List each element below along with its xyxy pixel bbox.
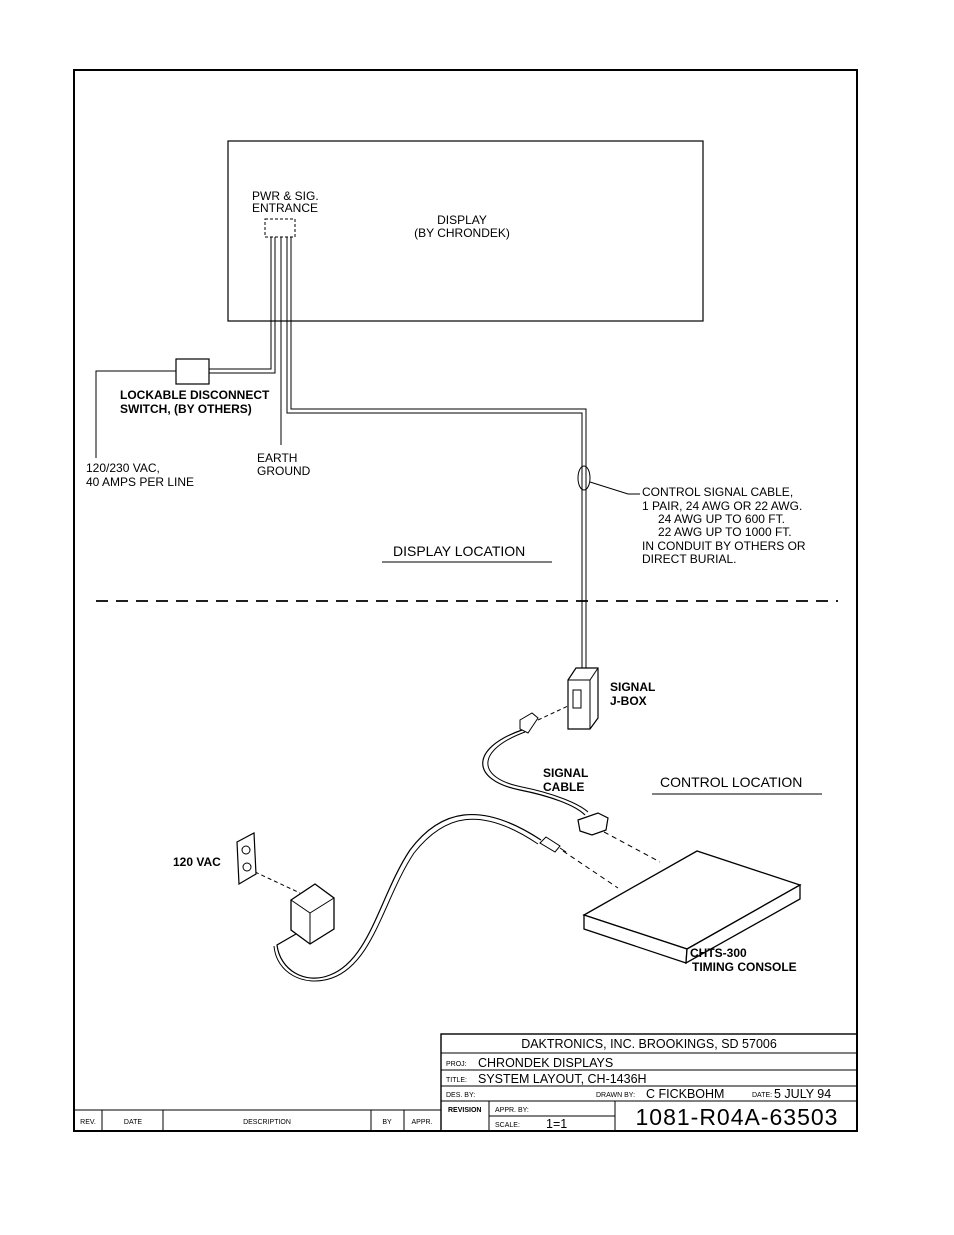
power-conduit-outer bbox=[209, 237, 276, 374]
power-plug bbox=[539, 836, 561, 853]
cable-note-2: 1 PAIR, 24 AWG OR 22 AWG. bbox=[642, 499, 802, 513]
cable-note-6: DIRECT BURIAL. bbox=[642, 552, 736, 566]
scale-label: SCALE: bbox=[495, 1122, 520, 1129]
power-conduit-inner bbox=[209, 237, 272, 370]
drawing-title: SYSTEM LAYOUT, CH-1436H bbox=[478, 1072, 647, 1086]
revision-col-by: BY bbox=[382, 1119, 392, 1126]
drawn-by-value: C FICKBOHM bbox=[646, 1087, 724, 1101]
console-label-1: CHTS-300 bbox=[690, 946, 747, 960]
wall-adapter bbox=[290, 883, 335, 945]
cable-note-3: 24 AWG UP TO 600 FT. bbox=[658, 512, 785, 526]
revision-col-appr: APPR. bbox=[411, 1119, 432, 1126]
power-label-1: 120/230 VAC, bbox=[86, 461, 160, 475]
power-plug-guide bbox=[562, 850, 619, 889]
outlet-receptacle-bottom bbox=[242, 862, 252, 872]
signal-cable-label-1: SIGNAL bbox=[543, 766, 588, 780]
signal-conduit-outer bbox=[286, 237, 583, 668]
revision-col-date: DATE bbox=[124, 1119, 142, 1126]
title-label: TITLE: bbox=[446, 1077, 467, 1084]
adapter-plug-guide bbox=[254, 871, 301, 894]
cable-callout-ellipse bbox=[577, 465, 591, 491]
entrance-label-1: PWR & SIG. bbox=[252, 189, 319, 203]
document-number: 1081-R04A-63503 bbox=[636, 1104, 839, 1130]
console-connector-guide bbox=[603, 831, 661, 863]
jbox-label-1: SIGNAL bbox=[610, 680, 655, 694]
cable-callout-leader bbox=[589, 481, 640, 495]
jbox-label-2: J-BOX bbox=[610, 694, 647, 708]
project-name: CHRONDEK DISPLAYS bbox=[478, 1056, 613, 1070]
adapter-cord bbox=[276, 814, 542, 979]
entrance-label-2: ENTRANCE bbox=[252, 201, 318, 215]
timing-console-side bbox=[685, 883, 801, 965]
revision-col-description: DESCRIPTION bbox=[243, 1119, 291, 1126]
jbox-plug-guide bbox=[537, 705, 569, 721]
power-plug-tip bbox=[559, 847, 567, 853]
disconnect-switch bbox=[175, 358, 210, 385]
drawn-by-label: DRAWN BY: bbox=[596, 1092, 635, 1099]
des-by-label: DES. BY: bbox=[446, 1092, 475, 1099]
entrance-box bbox=[264, 218, 296, 238]
console-label-2: TIMING CONSOLE bbox=[692, 960, 797, 974]
wall-outlet bbox=[236, 832, 257, 886]
title-block bbox=[440, 1033, 858, 1132]
signal-cable-inner bbox=[487, 731, 589, 813]
signal-cable bbox=[482, 729, 586, 816]
scale-value: 1=1 bbox=[546, 1117, 567, 1131]
revision-label: REVISION bbox=[448, 1107, 481, 1114]
console-connector bbox=[577, 812, 609, 836]
power-label-2: 40 AMPS PER LINE bbox=[86, 475, 194, 489]
proj-label: PROJ: bbox=[446, 1061, 467, 1068]
power-feed-line bbox=[95, 370, 176, 458]
display-location-label: DISPLAY LOCATION bbox=[393, 543, 525, 559]
ground-label-1: EARTH bbox=[257, 451, 297, 465]
revision-col-rev: REV. bbox=[80, 1119, 96, 1126]
adapter-edge-b bbox=[309, 897, 335, 914]
display-label-1: DISPLAY bbox=[437, 213, 487, 227]
display-label-2: (BY CHRONDEK) bbox=[414, 226, 510, 240]
cable-note-1: CONTROL SIGNAL CABLE, bbox=[642, 485, 793, 499]
display-box bbox=[227, 140, 704, 322]
company-line: DAKTRONICS, INC. BROOKINGS, SD 57006 bbox=[521, 1037, 777, 1051]
date-label: DATE: bbox=[752, 1092, 772, 1099]
ground-label-2: GROUND bbox=[257, 464, 311, 478]
outlet-label: 120 VAC bbox=[173, 855, 221, 869]
signal-cable-label-2: CABLE bbox=[543, 780, 584, 794]
jbox-edge-corner bbox=[589, 667, 599, 681]
cable-note-5: IN CONDUIT BY OTHERS OR bbox=[642, 539, 806, 553]
jbox-connector bbox=[572, 689, 582, 709]
adapter-cord-inner bbox=[273, 818, 539, 982]
appr-by-label: APPR. BY: bbox=[495, 1107, 529, 1114]
signal-conduit-inner bbox=[290, 237, 587, 668]
adapter-edge-a bbox=[290, 899, 311, 914]
cable-note-4: 22 AWG UP TO 1000 FT. bbox=[658, 525, 792, 539]
date-value: 5 JULY 94 bbox=[774, 1087, 831, 1101]
outlet-receptacle-top bbox=[241, 845, 251, 855]
disconnect-label-1: LOCKABLE DISCONNECT bbox=[120, 388, 270, 402]
signal-plug bbox=[519, 712, 539, 734]
control-location-label: CONTROL LOCATION bbox=[660, 774, 802, 790]
disconnect-label-2: SWITCH, (BY OTHERS) bbox=[120, 402, 252, 416]
